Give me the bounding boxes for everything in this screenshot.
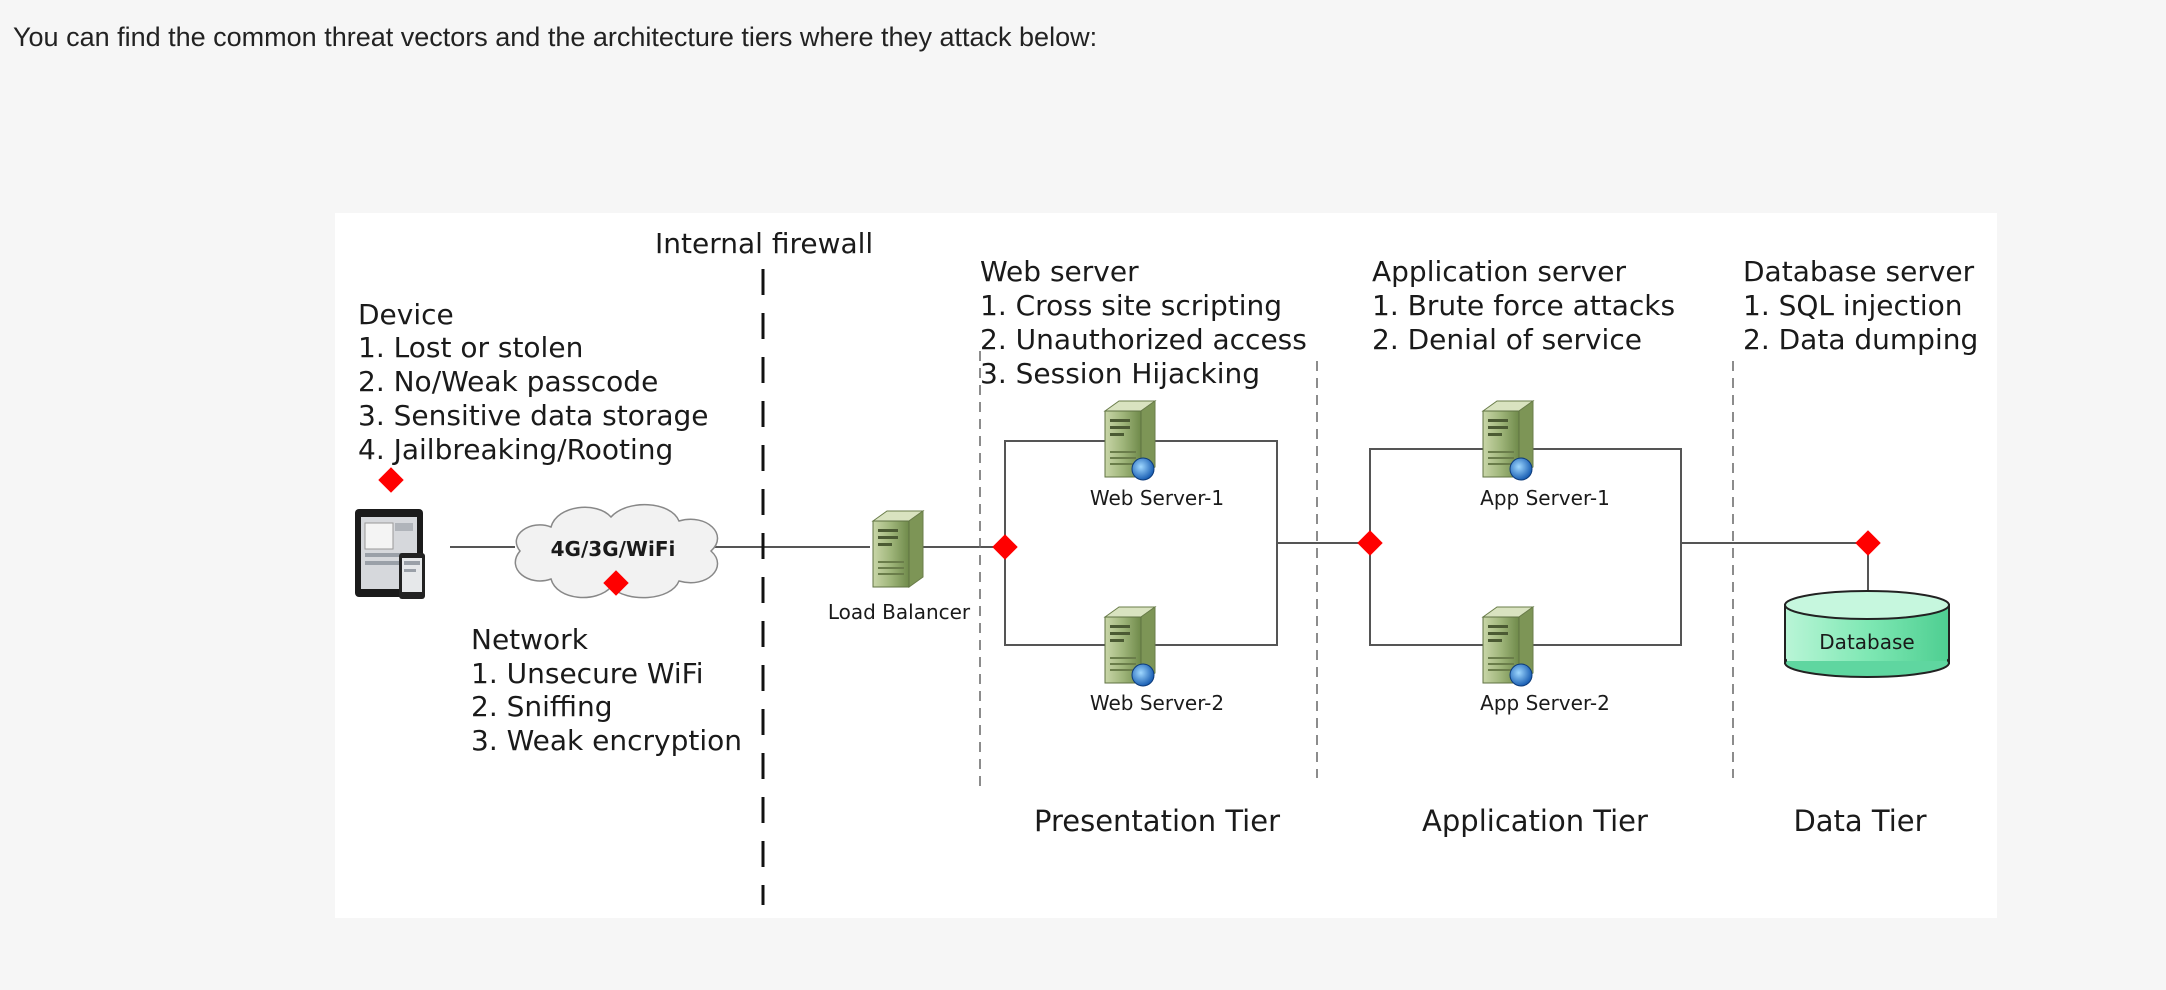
network-threat-marker (603, 570, 629, 596)
app-server-2-label: App Server-2 (1480, 691, 1610, 715)
web-server-2-label: Web Server-2 (1090, 691, 1224, 715)
tier-separators (979, 351, 1734, 788)
web-server-threat-2: 2. Unauthorized access (980, 323, 1307, 356)
globe-icon (1131, 663, 1155, 687)
network-threat-1: 1. Unsecure WiFi (471, 657, 704, 690)
device-threat-4: 4. Jailbreaking/Rooting (358, 433, 673, 466)
intro-text: You can find the common threat vectors a… (13, 22, 1098, 52)
mobile-device-icon (355, 509, 425, 599)
app-server-title: Application server (1372, 255, 1626, 288)
web-server-1-label: Web Server-1 (1090, 486, 1224, 510)
network-threat-2: 2. Sniffing (471, 690, 613, 723)
device-threat-marker (378, 467, 404, 493)
app-server-threat-2: 2. Denial of service (1372, 323, 1642, 356)
gear-globe-icon (1509, 663, 1533, 687)
cloud-icon (514, 504, 719, 599)
network-title: Network (471, 623, 589, 656)
web-tier-threat-marker (992, 534, 1018, 560)
web-server-title: Web server (980, 255, 1139, 288)
app-tier-threat-marker (1357, 530, 1383, 556)
threat-markers (378, 467, 1881, 596)
device-threat-1: 1. Lost or stolen (358, 331, 583, 364)
web-server-threat-3: 3. Session Hijacking (980, 357, 1260, 390)
load-balancer-label: Load Balancer (828, 600, 971, 624)
network-threat-3: 3. Weak encryption (471, 724, 742, 757)
device-threat-2: 2. No/Weak passcode (358, 365, 658, 398)
globe-icon (1131, 457, 1155, 481)
application-tier-label: Application Tier (1422, 804, 1648, 838)
device-title: Device (358, 298, 454, 331)
load-balancer-icon (872, 510, 924, 588)
firewall-label: Internal firewall (655, 227, 873, 260)
web-server-threat-1: 1. Cross site scripting (980, 289, 1282, 322)
database-icon (1784, 590, 1950, 678)
db-server-threat-1: 1. SQL injection (1743, 289, 1963, 322)
app-server-threat-1: 1. Brute force attacks (1372, 289, 1675, 322)
presentation-tier-label: Presentation Tier (1034, 804, 1280, 838)
database-label: Database (1819, 630, 1914, 654)
db-server-threat-2: 2. Data dumping (1743, 323, 1978, 356)
data-tier-label: Data Tier (1793, 804, 1926, 838)
cloud-label: 4G/3G/WiFi (551, 537, 676, 561)
gear-globe-icon (1509, 457, 1533, 481)
app-server-1-label: App Server-1 (1480, 486, 1610, 510)
threat-architecture-diagram: Internal firewall Device 1. Lost or stol… (335, 213, 1997, 918)
data-tier-threat-marker (1855, 530, 1881, 556)
db-server-title: Database server (1743, 255, 1975, 288)
device-threat-3: 3. Sensitive data storage (358, 399, 709, 432)
